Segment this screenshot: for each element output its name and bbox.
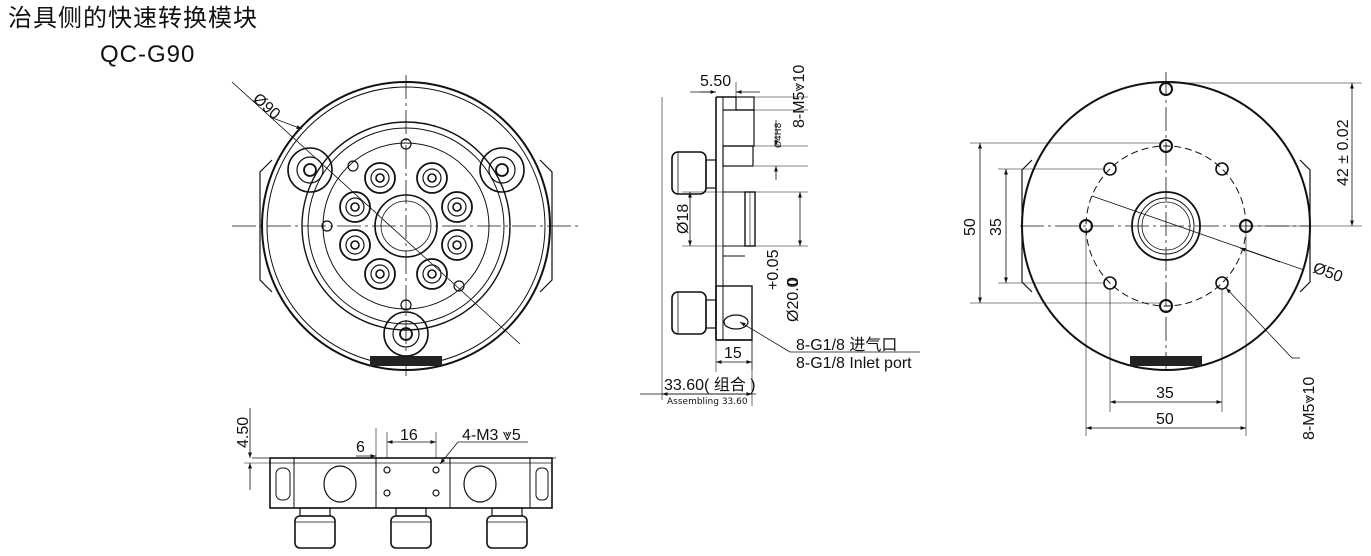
air-port (339, 229, 371, 261)
mounting-lug (287, 147, 333, 193)
side-assembly-cn: 33.60( 组合 ) (664, 376, 756, 394)
push-in-fitting (390, 507, 432, 549)
push-in-fitting (486, 507, 528, 549)
rear-dim-42: 42 ± 0.02 (1335, 119, 1352, 186)
rear-dim-50-v: 50 (962, 218, 979, 236)
side-thread-top: 8-M5⩔10 (791, 65, 808, 128)
rear-dim-50-h: 50 (1156, 411, 1174, 428)
rear-pcd-label: Ø50 (1311, 260, 1345, 286)
side-dia-20: Ø20.0 (785, 278, 802, 322)
side-dia-18: Ø18 (675, 204, 692, 234)
side-port-cn: 8-G1/8 进气口 (796, 336, 897, 354)
air-port (339, 191, 371, 223)
air-port (441, 229, 473, 261)
mounting-lug (479, 147, 525, 193)
side-port-en: 8-G1/8 Inlet port (796, 355, 912, 372)
rear-dim-35-v: 35 (988, 218, 1005, 236)
bottom-spacing-dim: 16 (400, 427, 418, 444)
bottom-offset-dim: 6 (356, 439, 365, 456)
air-port (364, 258, 396, 290)
front-view: Ø90 (231, 75, 580, 376)
side-bore-label: Ø4H8 (773, 122, 784, 148)
air-port (416, 162, 448, 194)
side-fitting (671, 291, 717, 335)
side-fitting (671, 151, 717, 195)
push-in-fitting (294, 507, 336, 549)
side-dim-15: 15 (724, 345, 742, 362)
drawing-title: 治具侧的快速转换模块 (8, 5, 258, 32)
front-diameter-label: Ø90 (249, 90, 283, 123)
side-tolerance: +0.05 (765, 249, 782, 290)
rear-dim-35-h: 35 (1156, 385, 1174, 402)
rear-view: 50 35 42 ± 0.02 Ø50 8-M5⩔10 35 50 (962, 72, 1362, 440)
side-view: 5.50 8-M5⩔10 Ø4H8 Ø18 Ø20.0 +0.05 0 15 8… (640, 65, 920, 407)
bottom-view: 4.50 16 6 4-M3 ⩔5 (235, 408, 556, 549)
rear-thread-label: 8-M5⩔10 (1301, 377, 1318, 440)
air-port (441, 191, 473, 223)
side-top-dim: 5.50 (700, 73, 731, 90)
bottom-thread-label: 4-M3 ⩔5 (462, 427, 521, 444)
bottom-height-dim: 4.50 (235, 417, 252, 448)
side-tolerance-zero: 0 (785, 277, 802, 286)
mounting-lug (383, 311, 429, 357)
air-port (416, 258, 448, 290)
air-port (364, 162, 396, 194)
side-assembly-en: Assembling 33.60 (667, 397, 748, 407)
model-number: QC-G90 (100, 41, 196, 68)
